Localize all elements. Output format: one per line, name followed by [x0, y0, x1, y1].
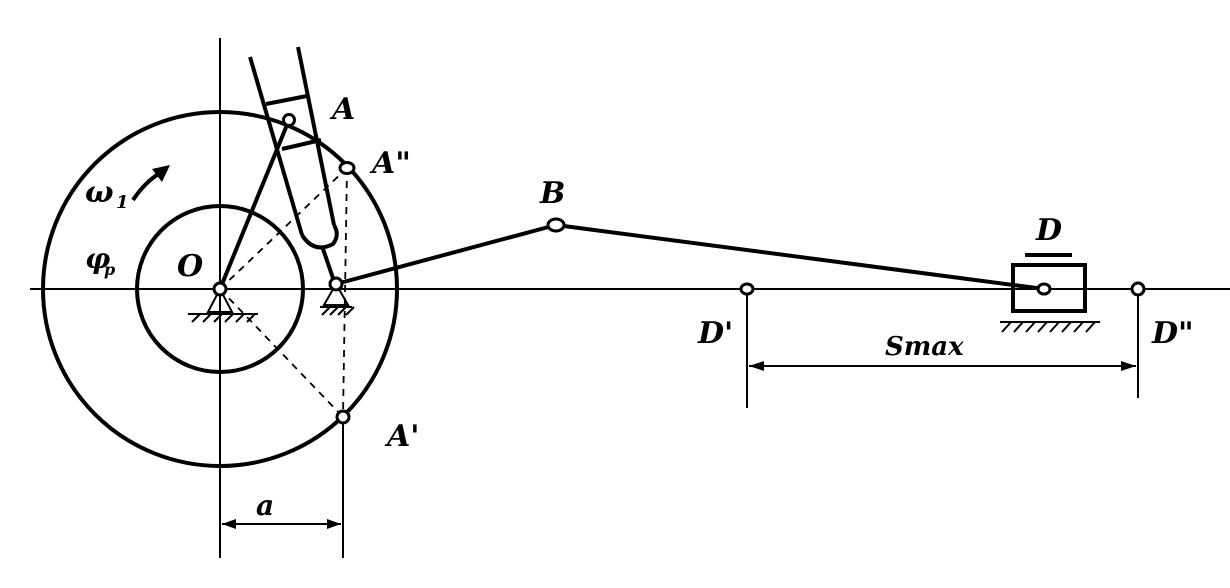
- dim-a-arrow-left: [222, 519, 236, 529]
- crank-OA: [218, 119, 291, 290]
- rocker-guide-end: [300, 223, 339, 250]
- joint-B: [546, 217, 566, 233]
- ground-support-rocker: [322, 281, 350, 306]
- label-D-prime: D': [697, 316, 733, 351]
- joint-A-prime: [335, 409, 351, 425]
- label-phi: φ: [85, 242, 111, 275]
- crank-disk-inner: [135, 204, 305, 374]
- rocker-guide-left-rail: [248, 56, 304, 236]
- slider-D: [1011, 263, 1087, 313]
- omega-arrowhead: [152, 165, 170, 182]
- ground-hatch-D: [1001, 321, 1096, 333]
- label-phi-subscript: p: [104, 260, 115, 279]
- dashed-line-Adoubleprime-Aprime: [342, 167, 348, 418]
- joint-O: [212, 281, 228, 297]
- point-D-double-prime: [1130, 281, 1146, 297]
- label-A-double-prime: A": [369, 146, 411, 181]
- label-omega: ω: [85, 175, 114, 210]
- label-smax: Smax: [885, 332, 964, 362]
- slider-block-bottom: [281, 138, 322, 151]
- label-D: D: [1035, 213, 1062, 248]
- joint-D: [1036, 282, 1052, 296]
- ground-hatch-rocker: [321, 306, 355, 316]
- label-O: O: [177, 249, 203, 284]
- label-omega-subscript: 1: [116, 192, 129, 213]
- joint-A: [282, 113, 296, 127]
- label-a: a: [256, 489, 274, 522]
- link-B-to-D: [555, 223, 1045, 291]
- crank-disk-outer: [41, 110, 399, 468]
- rocker-guide-right-rail: [296, 46, 336, 226]
- omega-arrow-arc: [131, 171, 162, 202]
- ground-hatch-O: [191, 313, 256, 323]
- dashed-line-O-Aprime: [219, 288, 344, 418]
- dim-smax-arrow-right: [1121, 361, 1136, 371]
- label-B: B: [539, 176, 565, 211]
- label-A-prime: A': [384, 419, 419, 454]
- label-D-double-prime: D": [1151, 316, 1194, 351]
- ground-support-O: [206, 286, 234, 313]
- joint-A-double-prime: [338, 161, 356, 175]
- point-D-prime: [739, 282, 755, 296]
- joint-rocker-pivot: [328, 276, 344, 292]
- link-to-B: [335, 223, 557, 286]
- dim-a-arrow-right: [327, 519, 341, 529]
- slider-block-top: [265, 94, 308, 106]
- dim-smax-arrow-left: [749, 361, 764, 371]
- label-A: A: [329, 92, 355, 127]
